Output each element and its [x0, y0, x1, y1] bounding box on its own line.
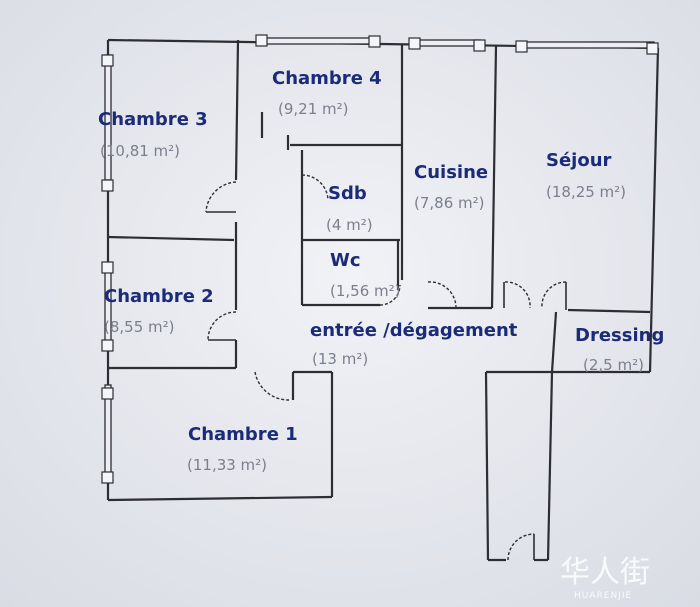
room-area-cuisine: (7,86 m²) — [414, 194, 485, 212]
room-name-sejour: Séjour — [546, 150, 612, 171]
watermark: 华人街 HUARENJIE — [560, 555, 650, 601]
room-area-entree: (13 m²) — [312, 350, 368, 368]
room-area-chambre-3: (10,81 m²) — [100, 142, 180, 160]
watermark-sub: HUARENJIE — [574, 591, 632, 601]
room-area-chambre-4: (9,21 m²) — [278, 100, 349, 118]
room-area-sejour: (18,25 m²) — [546, 183, 626, 201]
doors — [205, 174, 567, 561]
room-name-cuisine: Cuisine — [414, 162, 488, 183]
room-labels: Chambre 3 (10,81 m²) Chambre 4 (9,21 m²)… — [98, 68, 664, 474]
room-name-dressing: Dressing — [575, 325, 664, 346]
room-name-chambre-4: Chambre 4 — [272, 68, 382, 89]
room-area-wc: (1,56 m²) — [330, 282, 401, 300]
room-area-dressing: (2,5 m²) — [583, 356, 644, 374]
room-area-chambre-2: (8,55 m²) — [104, 318, 175, 336]
watermark-logo: 华人街 — [560, 555, 650, 590]
room-area-sdb: (4 m²) — [326, 216, 373, 234]
room-name-entree: entrée /dégagement — [310, 320, 518, 341]
room-name-chambre-1: Chambre 1 — [188, 424, 298, 445]
room-name-sdb: Sdb — [328, 183, 367, 204]
room-name-wc: Wc — [330, 250, 361, 271]
room-area-chambre-1: (11,33 m²) — [187, 456, 267, 474]
windows — [101, 34, 659, 484]
room-name-chambre-2: Chambre 2 — [104, 286, 214, 307]
room-name-chambre-3: Chambre 3 — [98, 109, 208, 130]
